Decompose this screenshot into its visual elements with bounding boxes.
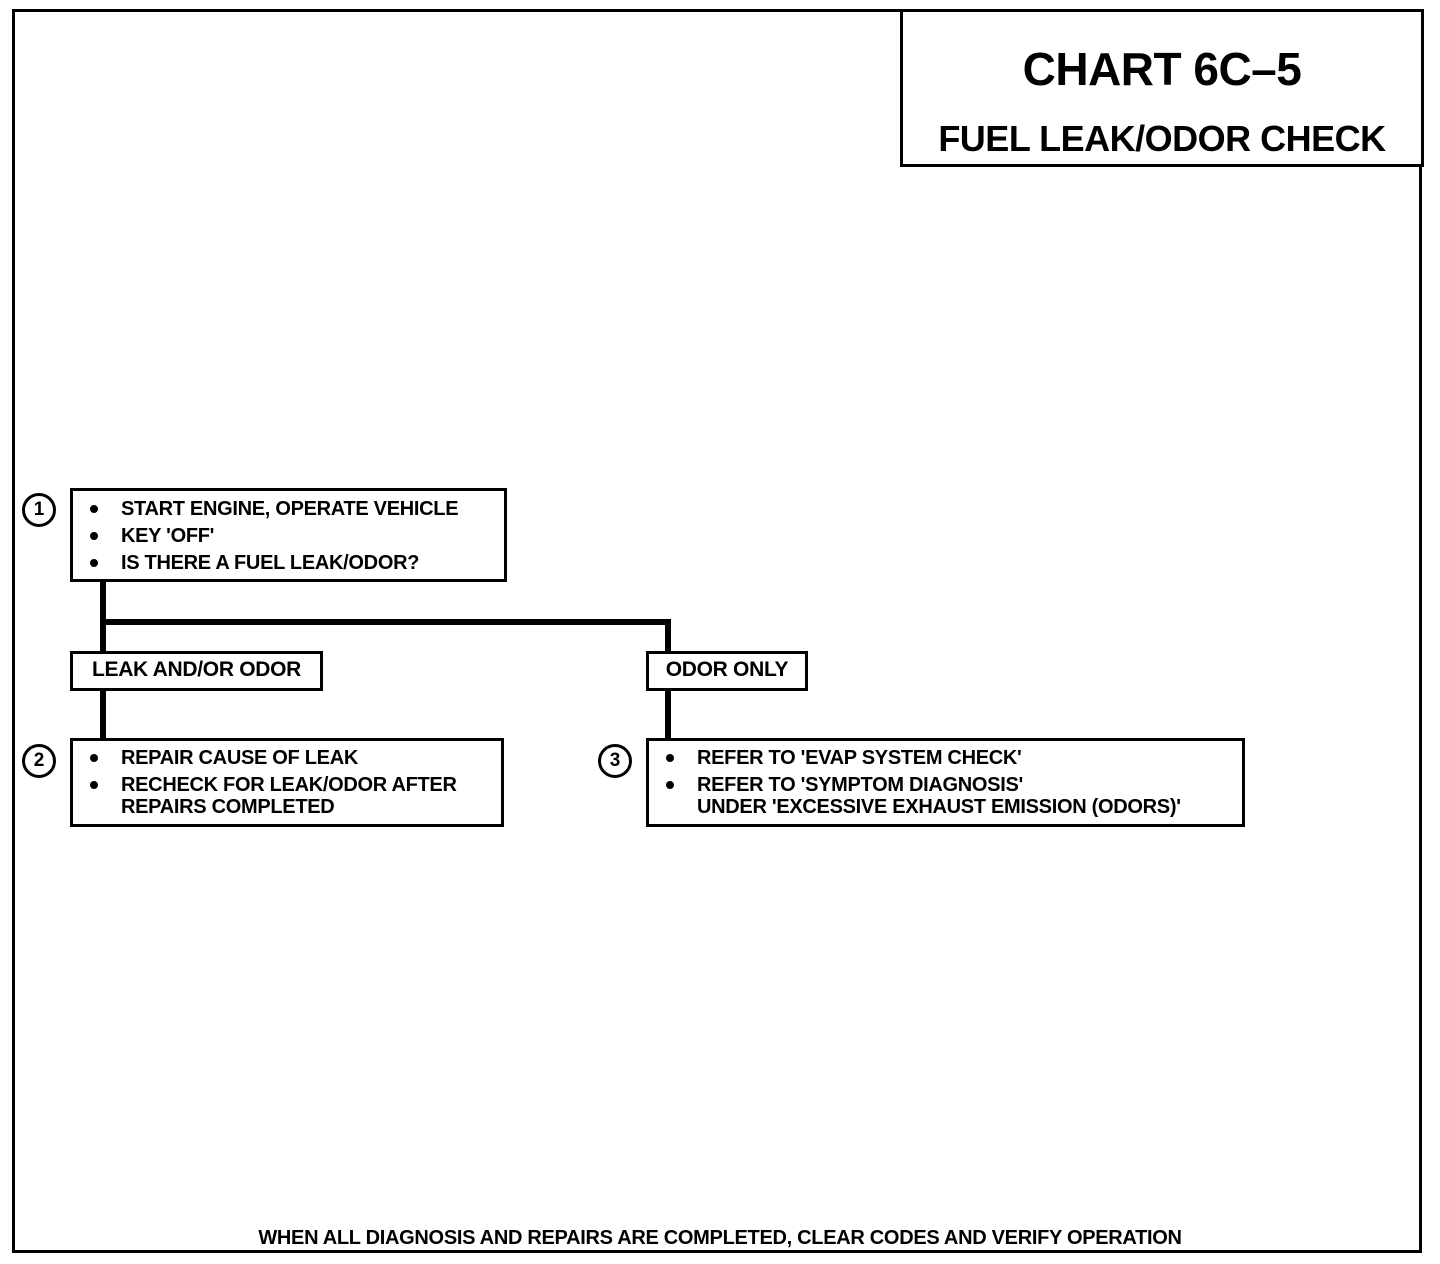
step-1-box: START ENGINE, OPERATE VEHICLE KEY 'OFF' … xyxy=(70,488,507,582)
footer-note: WHEN ALL DIAGNOSIS AND REPAIRS ARE COMPL… xyxy=(258,1227,1182,1249)
connector-step1-down xyxy=(100,580,106,652)
step-2-item: REPAIR CAUSE OF LEAK xyxy=(73,747,501,769)
step-1-item: START ENGINE, OPERATE VEHICLE xyxy=(73,498,504,520)
bullet-icon xyxy=(90,532,98,540)
branch-label-odor-only: ODOR ONLY xyxy=(646,651,808,691)
bullet-icon xyxy=(90,505,98,513)
bullet-icon xyxy=(90,559,98,567)
title-box: CHART 6C–5 FUEL LEAK/ODOR CHECK xyxy=(900,9,1424,167)
step-1-marker: 1 xyxy=(22,493,56,527)
connector-right-to-step3 xyxy=(665,688,671,740)
step-3-item: REFER TO 'EVAP SYSTEM CHECK' xyxy=(649,747,1242,769)
bullet-icon xyxy=(90,781,98,789)
chart-frame xyxy=(12,9,1422,1253)
branch-label-leak-and-or-odor: LEAK AND/OR ODOR xyxy=(70,651,323,691)
step-1-item: KEY 'OFF' xyxy=(73,525,504,547)
step-3-box: REFER TO 'EVAP SYSTEM CHECK' REFER TO 'S… xyxy=(646,738,1245,827)
bullet-icon xyxy=(666,754,674,762)
bullet-icon xyxy=(666,781,674,789)
connector-left-to-step2 xyxy=(100,688,106,740)
chart-number: CHART 6C–5 xyxy=(1022,43,1302,95)
step-2-box: REPAIR CAUSE OF LEAK RECHECK FOR LEAK/OD… xyxy=(70,738,504,827)
step-3-item: REFER TO 'SYMPTOM DIAGNOSIS'UNDER 'EXCES… xyxy=(649,774,1242,818)
step-3-marker: 3 xyxy=(598,744,632,778)
connector-right-down xyxy=(665,619,671,653)
step-2-marker: 2 xyxy=(22,744,56,778)
connector-horizontal xyxy=(100,619,671,625)
chart-title: FUEL LEAK/ODOR CHECK xyxy=(938,118,1386,159)
bullet-icon xyxy=(90,754,98,762)
step-1-item: IS THERE A FUEL LEAK/ODOR? xyxy=(73,552,504,574)
